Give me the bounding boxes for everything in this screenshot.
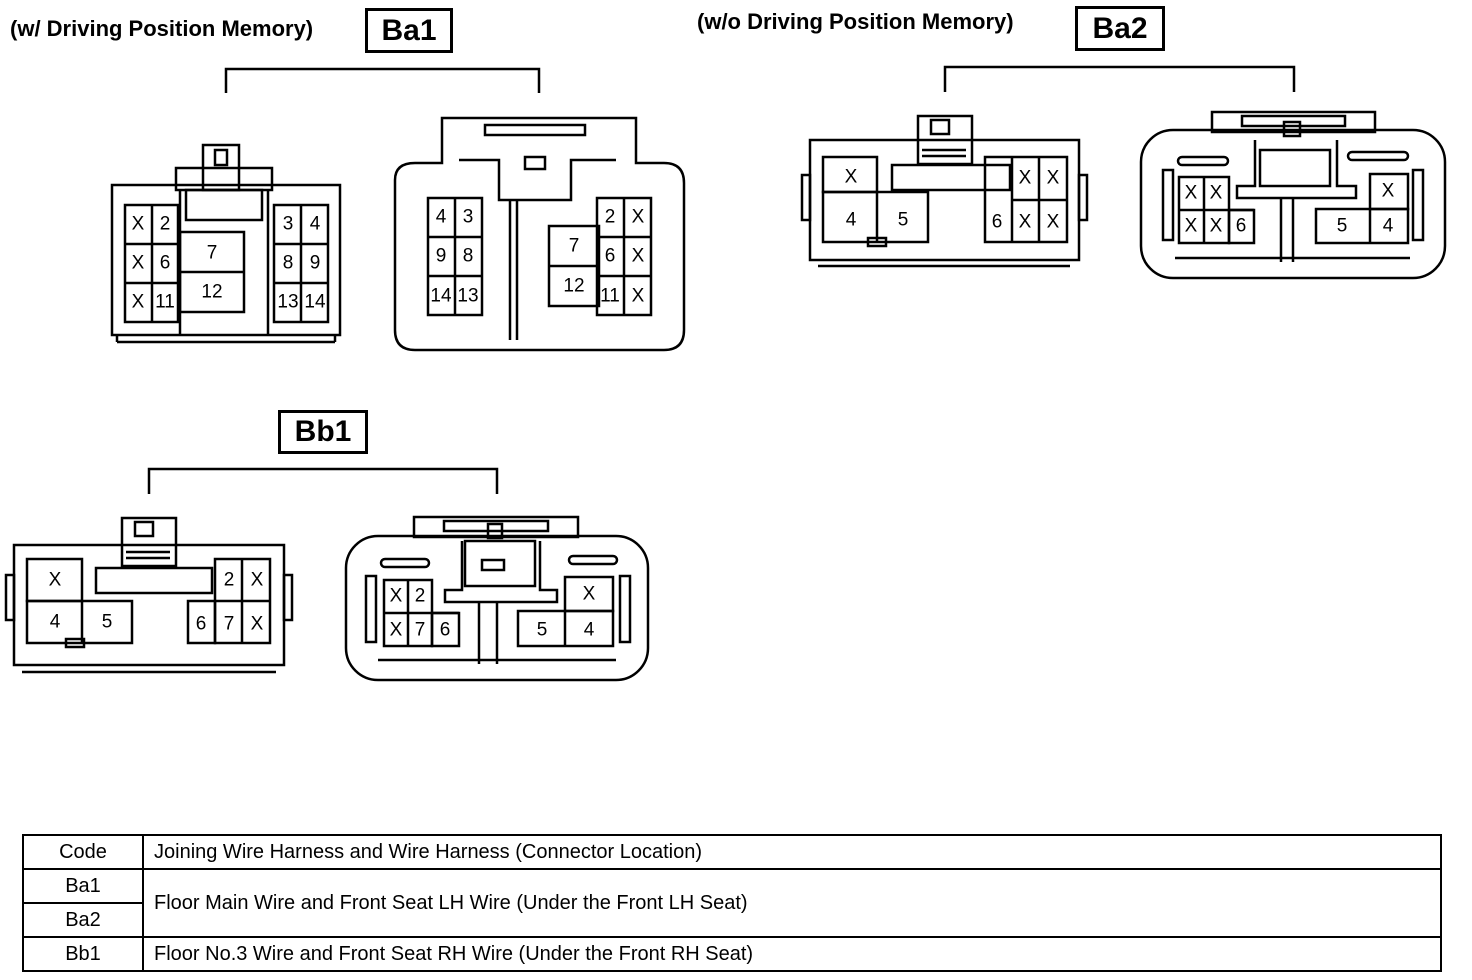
pin-label: 2 — [224, 570, 235, 591]
pin-label: 4 — [310, 214, 321, 235]
pin-label: 13 — [457, 286, 478, 307]
ba1-right-pins: 4 3 9 8 14 13 7 12 2 X 6 X 11 X — [430, 207, 644, 307]
pin-label: 12 — [201, 282, 222, 303]
heading-with-memory: (w/ Driving Position Memory) — [10, 16, 314, 41]
pin-label: X — [1210, 216, 1223, 237]
pin-label: 2 — [605, 207, 616, 228]
pin-label: 7 — [207, 243, 218, 264]
pin-label: 14 — [304, 292, 326, 313]
pin-label: 14 — [430, 286, 452, 307]
pin-label: X — [1047, 212, 1060, 233]
pin-label: 4 — [846, 210, 857, 231]
pin-label: 3 — [283, 214, 294, 235]
header-code: Code — [22, 834, 144, 870]
pin-label: 11 — [155, 292, 175, 313]
table-header-row: Code Joining Wire Harness and Wire Harne… — [22, 834, 1442, 870]
pin-label: 2 — [160, 214, 171, 235]
pin-label: 11 — [600, 286, 620, 307]
pin-label: 8 — [283, 253, 294, 274]
pin-label: 5 — [537, 620, 548, 641]
pin-label: X — [1185, 183, 1198, 204]
code-label-bb1: Bb1 — [278, 410, 368, 454]
pin-label: 6 — [605, 246, 616, 267]
pin-label: X — [132, 214, 145, 235]
pin-label: 5 — [102, 612, 113, 633]
pin-label: X — [1019, 168, 1032, 189]
bb1-right-pins: X 2 X 7 6 X 5 4 — [390, 584, 596, 641]
pin-label: X — [390, 586, 403, 607]
table-row: Bb1 Floor No.3 Wire and Front Seat RH Wi… — [22, 936, 1442, 972]
pin-label: 13 — [277, 292, 298, 313]
ba1-right-connector — [393, 116, 686, 352]
bb1-left-pins: X 4 5 2 X 6 7 X — [49, 570, 264, 635]
table-row: Ba1 Floor Main Wire and Front Seat LH Wi… — [22, 868, 1442, 938]
pin-label: 4 — [1383, 216, 1394, 237]
pin-label: X — [632, 246, 645, 267]
header-description: Joining Wire Harness and Wire Harness (C… — [142, 834, 1442, 870]
pin-label: X — [845, 167, 858, 188]
table-row: Ba2 — [22, 902, 1441, 938]
pin-label: 5 — [898, 210, 909, 231]
pin-label: X — [49, 570, 62, 591]
pin-label: 6 — [992, 212, 1003, 233]
pin-label: X — [1047, 168, 1060, 189]
pin-label: 12 — [563, 276, 584, 297]
pin-label: 7 — [569, 236, 580, 257]
pin-label: X — [632, 207, 645, 228]
pin-label: 4 — [584, 620, 595, 641]
row-code: Ba2 — [22, 902, 144, 938]
pin-label: X — [390, 620, 403, 641]
row-code: Bb1 — [22, 936, 144, 972]
pin-label: 4 — [50, 612, 61, 633]
pin-label: 7 — [224, 614, 235, 635]
pin-label: X — [1210, 183, 1223, 204]
ba2-left-connector — [800, 114, 1089, 268]
connector-location-table: Code Joining Wire Harness and Wire Harne… — [22, 834, 1442, 972]
pin-label: 6 — [196, 614, 207, 635]
pin-label: X — [251, 570, 264, 591]
pin-label: X — [632, 286, 645, 307]
pin-label: 7 — [415, 620, 426, 641]
pin-label: 2 — [415, 586, 426, 607]
bb1-left-connector — [4, 516, 294, 674]
row-description: Floor No.3 Wire and Front Seat RH Wire (… — [142, 936, 1442, 972]
connector-diagram: X 2 X 6 X 11 7 12 3 4 8 9 13 14 4 3 9 8 … — [4, 65, 1447, 682]
code-label-ba1: Ba1 — [365, 8, 453, 53]
pin-label: 9 — [310, 253, 321, 274]
heading-without-memory: (w/o Driving Position Memory) — [697, 9, 1014, 34]
pin-label: X — [1185, 216, 1198, 237]
ba2-left-pins: X 4 5 X X 6 X X — [845, 167, 1060, 233]
row-description: Floor Main Wire and Front Seat LH Wire (… — [142, 868, 1442, 938]
pin-label: 6 — [160, 253, 171, 274]
bb1-bracket — [147, 467, 499, 494]
pin-label: X — [251, 614, 264, 635]
pin-label: X — [1382, 181, 1395, 202]
pin-label: 8 — [463, 246, 474, 267]
row-code: Ba1 — [22, 868, 144, 904]
ba2-bracket — [943, 65, 1296, 92]
pin-label: 6 — [1236, 216, 1247, 237]
pin-label: 4 — [436, 207, 447, 228]
ba2-right-pins: X X X X 6 X 5 4 — [1185, 181, 1395, 237]
pin-label: X — [583, 584, 596, 605]
ba2-right-connector — [1139, 110, 1447, 280]
pin-label: X — [132, 292, 145, 313]
ba1-left-pins: X 2 X 6 X 11 7 12 3 4 8 9 13 14 — [132, 214, 326, 313]
pin-label: X — [132, 253, 145, 274]
code-label-ba2: Ba2 — [1075, 6, 1165, 51]
pin-label: 9 — [436, 246, 447, 267]
ba1-bracket — [224, 67, 541, 93]
pin-label: 3 — [463, 207, 474, 228]
ba1-left-connector — [110, 143, 342, 344]
pin-label: X — [1019, 212, 1032, 233]
bb1-right-connector — [344, 515, 650, 682]
pin-label: 5 — [1337, 216, 1348, 237]
pin-label: 6 — [440, 620, 451, 641]
